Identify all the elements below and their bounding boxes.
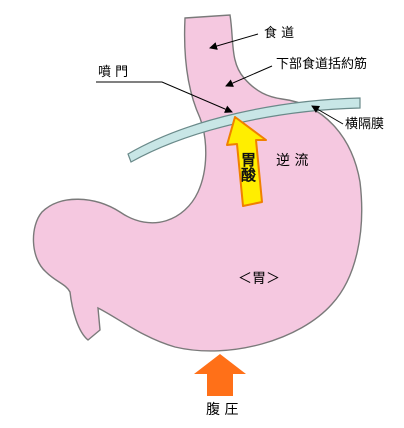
cardia-label: 噴 門 bbox=[98, 65, 129, 80]
diaphragm-label: 横隔膜 bbox=[345, 117, 385, 132]
diaphragm-leader bbox=[311, 105, 344, 125]
abdominal-pressure-label: 腹 圧 bbox=[206, 402, 239, 418]
diaphragm bbox=[127, 97, 361, 163]
acid-reflux-arrow bbox=[226, 116, 267, 207]
les-label: 下部食道括約筋 bbox=[276, 57, 368, 72]
abdominal-pressure-arrow bbox=[194, 354, 246, 396]
cardia-leader bbox=[96, 81, 233, 113]
les-leader bbox=[225, 65, 273, 87]
esophagus-label: 食 道 bbox=[264, 26, 295, 41]
reflux-label: 逆 流 bbox=[276, 153, 309, 169]
acid-label: 胃酸 bbox=[239, 152, 257, 182]
stomach-label: ＜胃＞ bbox=[238, 271, 280, 287]
esophagus-leader bbox=[209, 33, 259, 50]
